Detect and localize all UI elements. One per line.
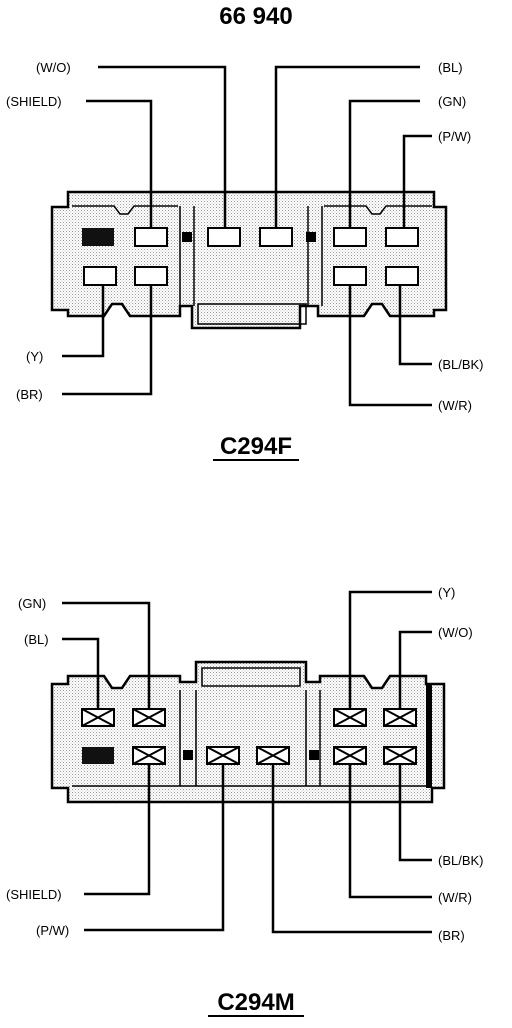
c294m-terminal-bl-bk [383,746,417,765]
c294m-title: C294M [217,989,294,1016]
connector-c294m [50,660,446,804]
c294m-label-p-w: (P/W) [36,923,69,938]
c294f-cavity-gn [333,227,367,247]
c294m-label-gn: (GN) [18,596,46,611]
c294f-cavity-w-o [207,227,241,247]
c294f-label-y: (Y) [26,349,43,364]
c294m-wires [62,590,432,934]
c294f-cavity-shield [134,227,168,247]
c294m-cavity-blocked [82,747,114,764]
c294m-label-shield: (SHIELD) [6,887,62,902]
c294m-terminal-p-w [206,746,240,765]
c294m-terminal-br [256,746,290,765]
c294m-label-w-o: (W/O) [438,625,473,640]
c294m-terminal-w-o [383,708,417,727]
c294m-label-w-r: (W/R) [438,890,472,905]
c294f-label-br: (BR) [16,387,43,402]
c294m-label-y: (Y) [438,585,455,600]
c294f-label-bl: (BL) [438,60,463,75]
c294m-terminal-shield [132,746,166,765]
c294m-terminal-gn [132,708,166,727]
c294m-terminal-y [333,708,367,727]
c294f-label-bl-bk: (BL/BK) [438,357,484,372]
c294f-label-w-o: (W/O) [36,60,71,75]
c294m-label-bl-bk: (BL/BK) [438,853,484,868]
c294f-title: C294F [220,433,292,460]
c294m-label-br: (BR) [438,928,465,943]
c294f-cavity-y [83,266,117,286]
c294f-cavity-p-w [385,227,419,247]
c294f-label-p-w: (P/W) [438,129,471,144]
c294f-cavity-bl [259,227,293,247]
c294f-cavity-blocked [82,228,114,246]
figure-number: 66 940 [219,3,292,30]
connector-c294f [50,190,448,330]
c294f-cavity-bl-bk [385,266,419,286]
c294f-label-shield: (SHIELD) [6,94,62,109]
c294f-cavity-br [134,266,168,286]
c294m-label-bl: (BL) [24,632,49,647]
c294f-cavity-w-r [333,266,367,286]
c294f-body [50,190,448,330]
c294f-label-gn: (GN) [438,94,466,109]
c294f-wires [62,65,432,407]
c294f-label-w-r: (W/R) [438,398,472,413]
c294m-terminal-bl [81,708,115,727]
c294m-terminal-w-r [333,746,367,765]
c294m-body [50,660,446,804]
